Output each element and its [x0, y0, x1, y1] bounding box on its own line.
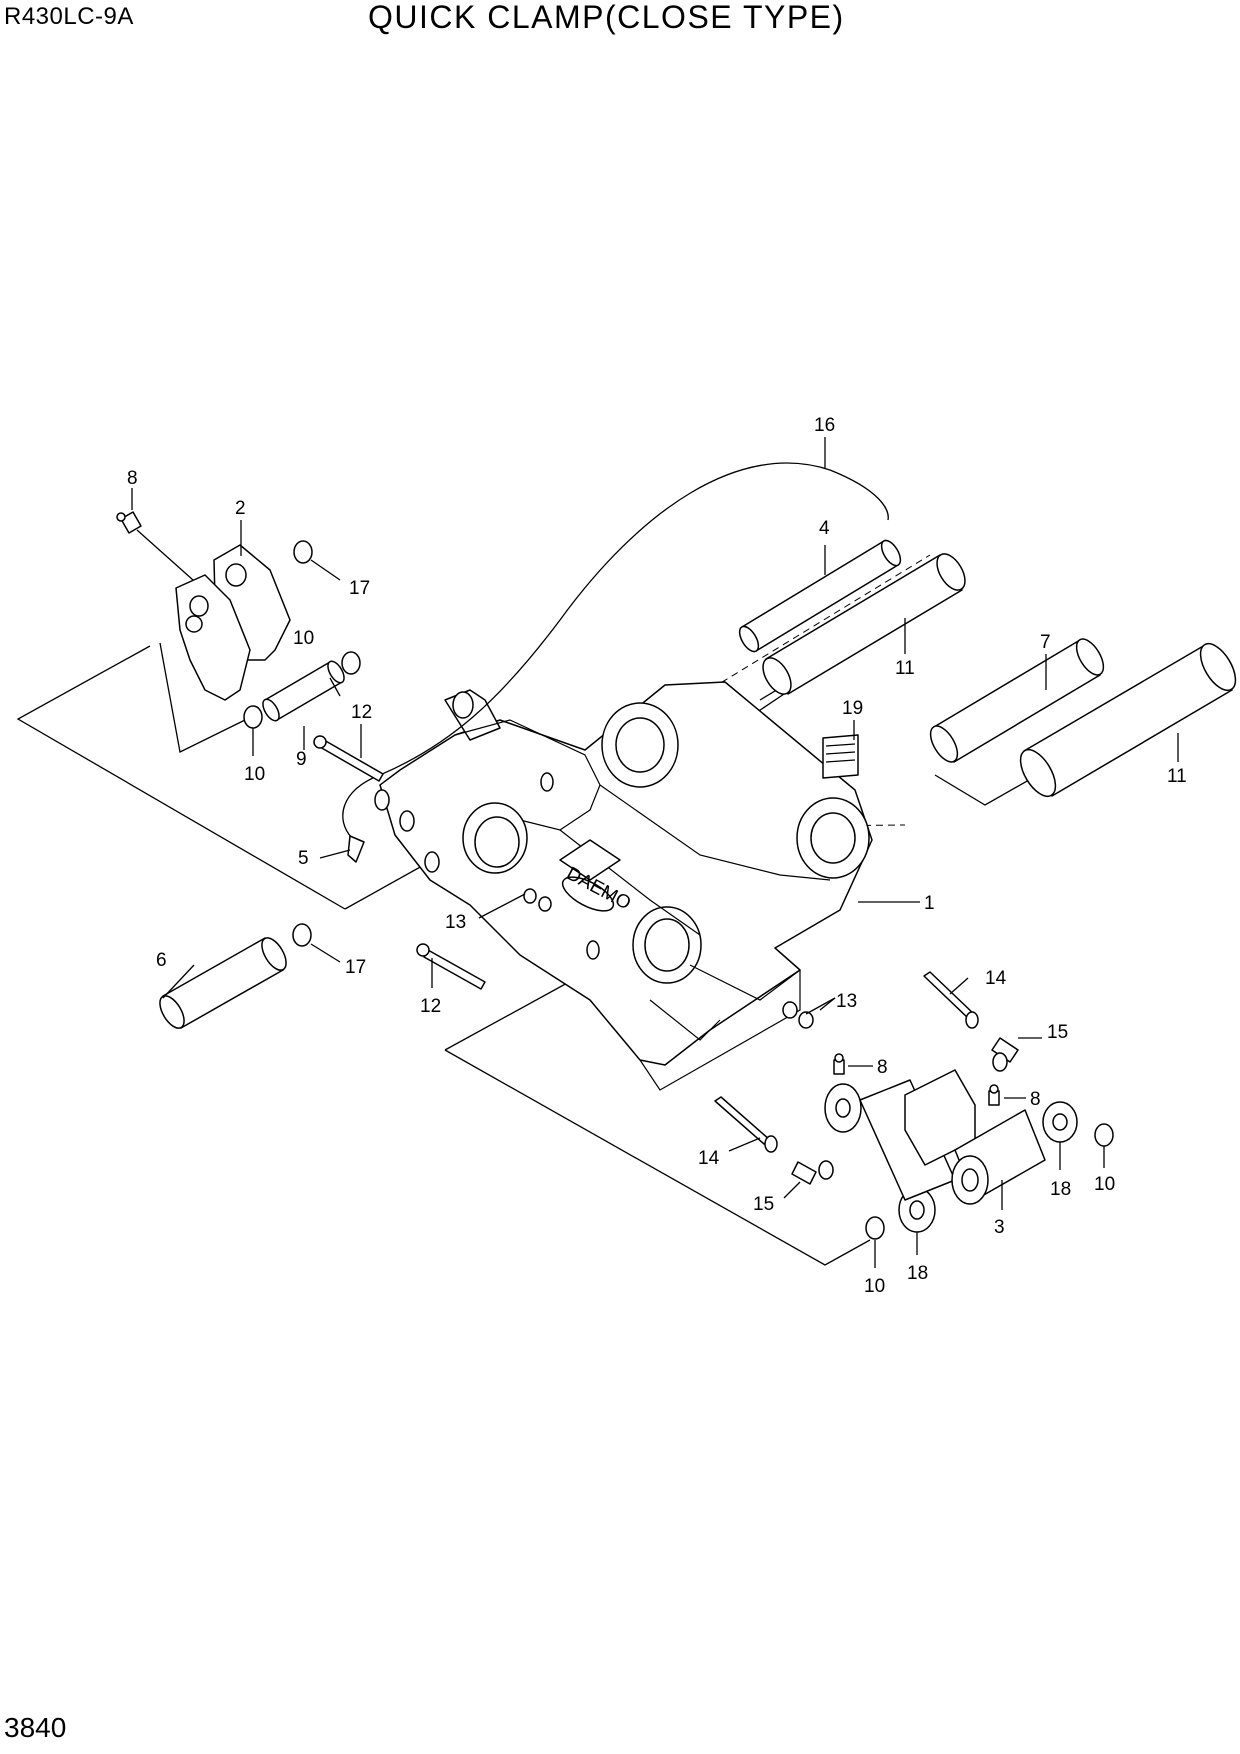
grease-nipple-part8-mid [833, 1053, 845, 1075]
guide-line-bracket-pin [159, 642, 246, 753]
ring-part10-upper [341, 651, 361, 675]
hydraulic-cylinder-part3 [824, 1069, 1046, 1205]
callout-8: 8 [1030, 1089, 1041, 1110]
pin-part11-upper [762, 553, 966, 695]
callout-10: 10 [244, 764, 265, 785]
guide-line-left-bracket [16, 645, 346, 910]
ring-part17-lower [292, 923, 312, 947]
grease-nipple-part8-right [988, 1084, 1000, 1106]
callout-18: 18 [907, 1263, 928, 1284]
callout-8: 8 [877, 1057, 888, 1078]
page-number: 3840 [4, 1712, 67, 1743]
callout-labels: 16 8 2 17 4 11 10 7 12 9 10 19 11 5 1 13… [127, 415, 1187, 1297]
guide-line-cylinder-lower [444, 1049, 871, 1266]
ring-part10-left [243, 705, 263, 729]
diagram-title: QUICK CLAMP(CLOSE TYPE) [368, 0, 845, 35]
callout-15: 15 [1047, 1022, 1068, 1043]
callout-2: 2 [235, 498, 246, 519]
pin-part6 [159, 937, 287, 1029]
callout-12: 12 [420, 996, 441, 1017]
callout-12: 12 [351, 702, 372, 723]
callout-1: 1 [924, 893, 935, 914]
hose-part14-lower [714, 1096, 778, 1153]
callout-14: 14 [698, 1148, 720, 1169]
callout-14: 14 [985, 968, 1007, 989]
callout-6: 6 [156, 950, 167, 971]
callout-10: 10 [1094, 1174, 1115, 1195]
fitting-part15-upper [991, 1037, 1019, 1072]
pin-part7 [929, 638, 1105, 763]
callout-9: 9 [296, 749, 307, 770]
callout-17: 17 [349, 578, 370, 599]
cable-clip-part5 [347, 835, 365, 863]
callout-leader-lines [131, 437, 1179, 1268]
nut-part13-c [782, 1001, 798, 1019]
manufacturer-logo-plate [561, 876, 615, 912]
nut-part13-b [538, 896, 552, 912]
model-number: R430LC-9A [4, 3, 134, 30]
callout-13: 13 [836, 991, 857, 1012]
ring-part10-right [1094, 1123, 1114, 1147]
callout-17: 17 [345, 957, 366, 978]
callout-11: 11 [1167, 766, 1187, 787]
callout-18: 18 [1050, 1179, 1071, 1200]
callout-11: 11 [895, 658, 915, 679]
callout-4: 4 [819, 518, 830, 539]
callout-15: 15 [753, 1194, 774, 1215]
bolt-part12-upper [313, 735, 384, 782]
nut-part13-a [523, 888, 537, 904]
callout-8: 8 [127, 468, 138, 489]
callout-7: 7 [1040, 632, 1051, 653]
washer-part18-right [1042, 1101, 1078, 1143]
hose-part14-upper [923, 971, 979, 1029]
callout-19: 19 [842, 698, 863, 719]
fitting-part15-lower [791, 1160, 834, 1185]
callout-3: 3 [994, 1217, 1005, 1238]
pin-part9 [262, 660, 345, 722]
callout-10: 10 [864, 1276, 885, 1297]
pin-part11-lower [1019, 642, 1237, 798]
ring-part10-lower [865, 1216, 885, 1240]
callout-5: 5 [298, 848, 309, 869]
nut-part13-d [798, 1011, 814, 1029]
bolt-part12-lower [416, 943, 486, 990]
body-cross-member [559, 839, 621, 881]
callout-13: 13 [445, 912, 466, 933]
callout-16: 16 [814, 415, 835, 436]
grease-nipple-part8-upper [116, 511, 142, 534]
ring-part17-upper [293, 540, 313, 564]
bracket-part2 [175, 544, 291, 701]
quick-clamp-body: DAEMO [374, 681, 873, 1091]
callout-10: 10 [293, 628, 314, 649]
pin-part4 [738, 539, 902, 653]
decal-part19 [822, 734, 859, 779]
